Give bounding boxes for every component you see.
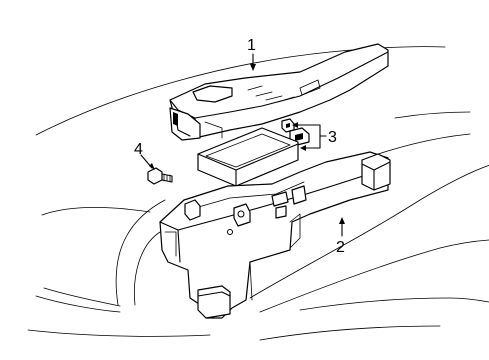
relay-tray [197, 127, 299, 187]
callout-labels: 1 3 4 2 [134, 37, 345, 256]
callout-1: 1 [247, 37, 256, 54]
callout-2: 2 [336, 239, 345, 256]
part-4-bolt [147, 167, 173, 185]
part-2-lower-case [159, 151, 391, 319]
callout-4: 4 [134, 141, 143, 158]
callout-3: 3 [328, 129, 337, 146]
part-1-upper-cover [169, 43, 389, 141]
leader-lines [140, 53, 345, 237]
